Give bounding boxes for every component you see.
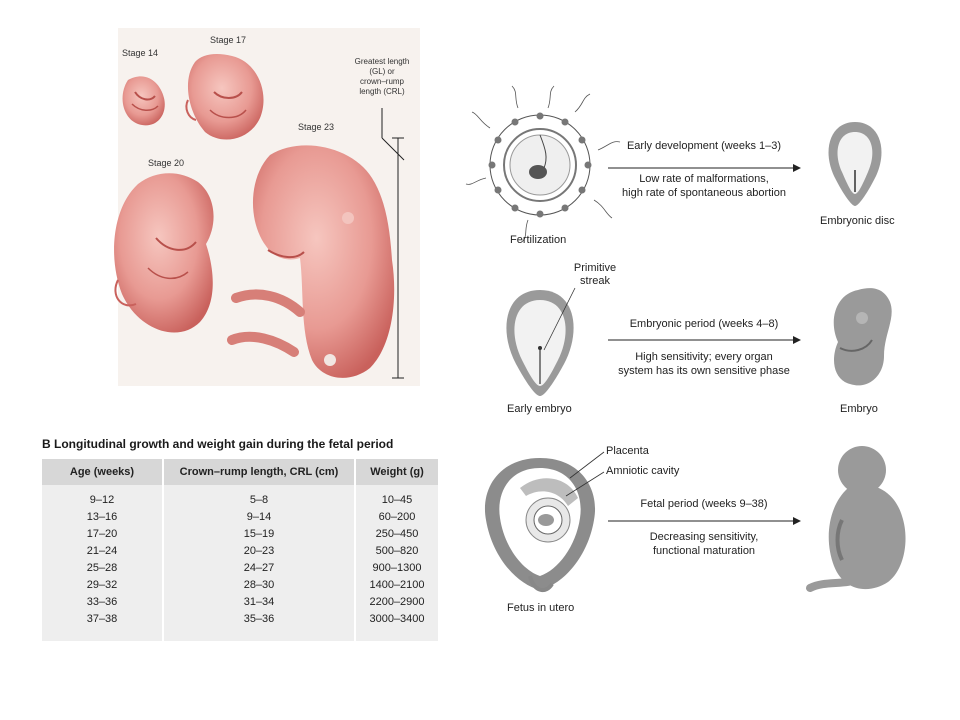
cell-weight: 900–1300 <box>372 561 422 574</box>
crl-annotation: Greatest length (GL) or crown–rump lengt… <box>346 57 418 97</box>
embryonic-period-description: High sensitivity; every organ system has… <box>598 350 810 378</box>
embryo-label: Embryo <box>840 403 878 415</box>
stage-23-label: Stage 23 <box>298 122 335 132</box>
fertilization-label: Fertilization <box>510 234 567 246</box>
stage-20-embryo <box>114 173 214 333</box>
cell-weight: 1400–2100 <box>369 578 425 591</box>
description-line: functional maturation <box>652 545 756 557</box>
description-line: Low rate of malformations, <box>639 173 769 185</box>
stage-23-embryo <box>227 145 395 378</box>
cell-weight: 10–45 <box>381 493 413 506</box>
cell-crl: 9–14 <box>164 508 356 525</box>
column-header-age: Age (weeks) <box>42 459 164 485</box>
cell-weight: 250–450 <box>375 527 419 540</box>
fetal-growth-table: Age (weeks) Crown–rump length, CRL (cm) … <box>42 459 438 641</box>
crl-measurement-line <box>381 108 405 379</box>
callout-line: streak <box>580 275 610 287</box>
stage-17-label: Stage 17 <box>210 35 247 45</box>
cell-crl: 24–27 <box>164 559 356 576</box>
stage-14-embryo <box>122 76 165 126</box>
early-embryo-label: Early embryo <box>507 403 572 415</box>
fetus-illustration <box>806 446 906 592</box>
fertilization-illustration <box>465 85 621 243</box>
table-header-row: Age (weeks) Crown–rump length, CRL (cm) … <box>42 459 438 485</box>
placenta-callout: Placenta <box>606 445 649 457</box>
cell-crl: 28–30 <box>164 576 356 593</box>
early-development-description: Low rate of malformations, high rate of … <box>604 172 804 200</box>
stage-14-label: Stage 14 <box>122 48 159 58</box>
description-line: Decreasing sensitivity, <box>649 531 759 543</box>
amniotic-cavity-callout: Amniotic cavity <box>606 465 680 477</box>
crl-annotation-line: length (CRL) <box>359 87 405 96</box>
fetus-in-utero-illustration <box>484 451 605 593</box>
description-line: high rate of spontaneous abortion <box>622 187 786 199</box>
fetal-period-description: Decreasing sensitivity, functional matur… <box>604 530 804 558</box>
early-embryo-illustration <box>506 287 576 396</box>
cell-age: 13–16 <box>42 508 164 525</box>
crl-annotation-line: crown–rump <box>359 77 404 86</box>
cell-age: 17–20 <box>42 525 164 542</box>
cell-age: 9–12 <box>42 485 164 508</box>
cell-weight: 3000–3400 <box>369 612 425 625</box>
embryo-illustration <box>833 288 892 386</box>
column-header-crl: Crown–rump length, CRL (cm) <box>164 459 356 485</box>
cell-crl: 5–8 <box>164 485 356 508</box>
primitive-streak-callout: Primitive streak <box>560 262 630 288</box>
embryonic-period-title: Embryonic period (weeks 4–8) <box>629 318 779 330</box>
stage-17-embryo <box>185 54 264 140</box>
cell-age: 21–24 <box>42 542 164 559</box>
cell-age: 29–32 <box>42 576 164 593</box>
fetal-period-title: Fetal period (weeks 9–38) <box>640 498 768 510</box>
cell-weight: 2200–2900 <box>369 595 425 608</box>
embryonic-disc-label: Embryonic disc <box>820 215 895 227</box>
description-line: system has its own sensitive phase <box>618 365 790 377</box>
table-title: B Longitudinal growth and weight gain du… <box>42 437 394 451</box>
embryonic-disc-illustration <box>828 122 882 206</box>
cell-crl: 31–34 <box>164 593 356 610</box>
cell-crl: 35–36 <box>164 610 356 641</box>
cell-weight: 60–200 <box>378 510 416 523</box>
fetus-in-utero-label: Fetus in utero <box>507 602 575 614</box>
cell-weight: 500–820 <box>375 544 419 557</box>
cell-age: 25–28 <box>42 559 164 576</box>
stage-20-label: Stage 20 <box>148 158 185 168</box>
cell-age: 37–38 <box>42 610 164 641</box>
crl-annotation-line: (GL) or <box>369 67 395 76</box>
early-development-title: Early development (weeks 1–3) <box>626 140 782 152</box>
callout-line: Primitive <box>573 262 617 274</box>
column-header-weight: Weight (g) <box>356 459 438 485</box>
cell-age: 33–36 <box>42 593 164 610</box>
crl-annotation-line: Greatest length <box>354 57 410 66</box>
description-line: High sensitivity; every organ <box>635 351 773 363</box>
cell-crl: 15–19 <box>164 525 356 542</box>
cell-crl: 20–23 <box>164 542 356 559</box>
